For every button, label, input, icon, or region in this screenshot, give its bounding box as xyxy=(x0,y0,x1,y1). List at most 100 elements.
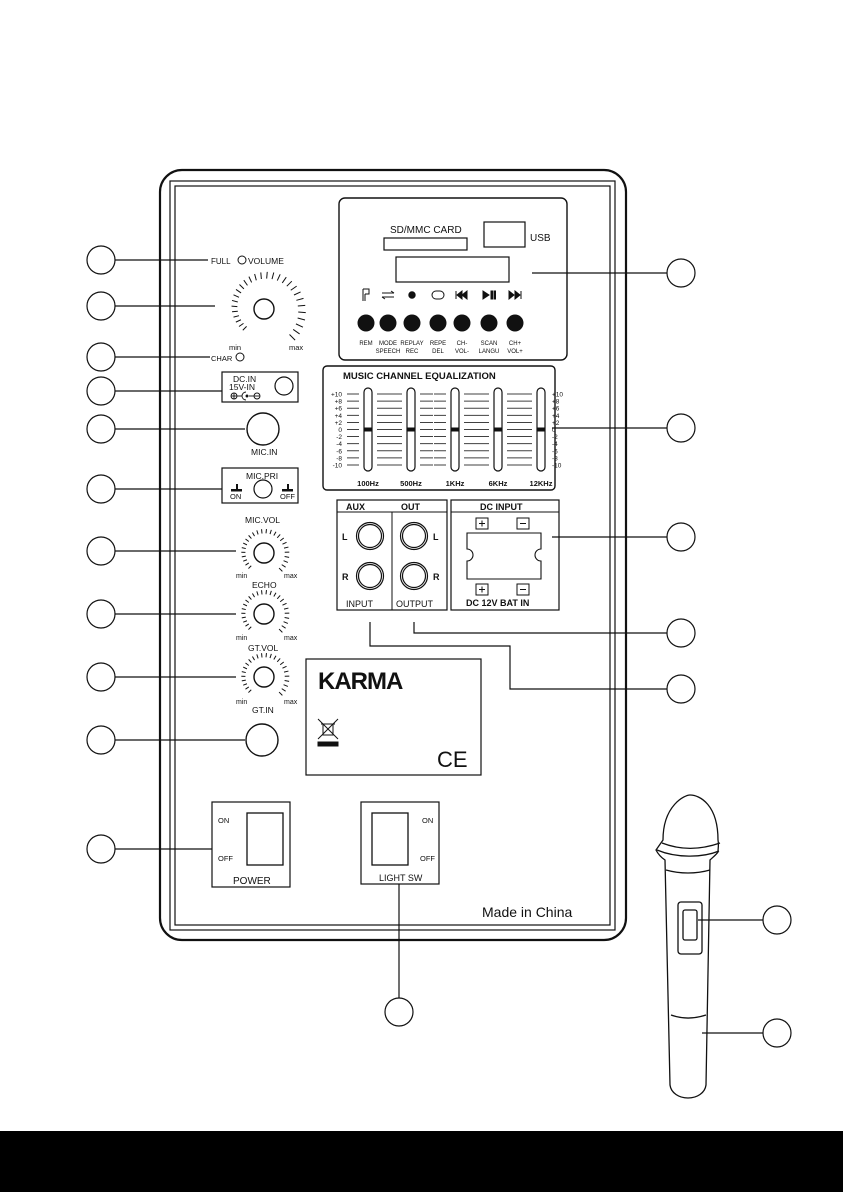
sd-card-slot[interactable] xyxy=(383,237,468,251)
light-label: LIGHT SW xyxy=(379,873,423,883)
player-button-4[interactable] xyxy=(429,314,447,332)
callout-volume-knob xyxy=(86,291,215,321)
dc-in-label: DC.IN xyxy=(233,374,256,384)
power-rocker[interactable] xyxy=(246,812,284,866)
volume-scale-ticks xyxy=(231,271,306,341)
eq-slider[interactable] xyxy=(477,387,520,472)
light-on-label: ON xyxy=(422,816,433,825)
eq-slider-knob xyxy=(494,427,502,432)
player-button-label: CH- xyxy=(457,341,468,347)
line-out-left-jack[interactable] xyxy=(399,521,429,551)
callout-gt-in xyxy=(86,725,245,755)
player-button-5[interactable] xyxy=(453,314,471,332)
eq-scale-tick: -2 xyxy=(552,434,558,441)
eq-scale-tick: -8 xyxy=(552,455,558,462)
gt-vol-knob[interactable] xyxy=(253,666,275,688)
player-button-label: MODE xyxy=(379,341,397,347)
eq-title: MUSIC CHANNEL EQUALIZATION xyxy=(343,371,496,382)
eq-scale-tick: +6 xyxy=(335,406,343,413)
echo-knob[interactable] xyxy=(253,603,275,625)
mic-vol-knob[interactable] xyxy=(253,542,275,564)
player-button-sublabel: SPEECH xyxy=(376,349,401,355)
mic-pri-button[interactable] xyxy=(253,479,273,499)
callout-charge-led xyxy=(86,342,210,372)
eq-slider-knob xyxy=(537,427,545,432)
player-button-1[interactable] xyxy=(357,314,375,332)
player-button-2[interactable] xyxy=(379,314,397,332)
player-button-sublabel: REC xyxy=(406,349,419,355)
gt-in-socket[interactable] xyxy=(245,723,279,757)
volume-label: VOLUME xyxy=(248,256,284,266)
equalizer-module: MUSIC CHANNEL EQUALIZATION +10+8+6+4+20-… xyxy=(322,365,563,491)
battery-connector[interactable] xyxy=(466,532,542,580)
usb-port[interactable] xyxy=(483,221,526,248)
aux-in-left-jack[interactable] xyxy=(355,521,385,551)
gt-vol-label: GT.VOL xyxy=(248,643,279,653)
player-button-7[interactable] xyxy=(506,314,524,332)
player-button-3[interactable] xyxy=(403,314,421,332)
mic-power-switch[interactable] xyxy=(677,901,703,955)
eq-scale-tick: -2 xyxy=(336,434,342,441)
line-out-right-jack[interactable] xyxy=(399,561,429,591)
dc-in-voltage: 15V-IN xyxy=(229,382,255,392)
mode-arrows-icon xyxy=(381,290,395,300)
gt-in-section: GT.IN xyxy=(245,705,279,757)
eq-scale-right: +10+8+6+4+20-2-4-6-8-10 xyxy=(552,392,563,470)
dc-in-socket[interactable] xyxy=(274,376,294,396)
repeat-icon xyxy=(431,290,445,300)
eq-scale-tick: +2 xyxy=(552,420,560,427)
aux-right-label: R xyxy=(342,572,349,582)
eq-slider-knob xyxy=(407,427,415,432)
out-label: OUT xyxy=(401,502,421,512)
mic-in-socket[interactable] xyxy=(246,412,280,446)
power-label: POWER xyxy=(233,876,271,887)
callout-equalizer xyxy=(552,413,696,443)
eq-slider[interactable] xyxy=(434,387,477,472)
callout-echo xyxy=(86,599,236,629)
rem-icon xyxy=(362,288,370,301)
mic-in-label: MIC.IN xyxy=(251,447,277,457)
made-in-label: Made in China xyxy=(482,904,572,920)
eq-scale-tick: -6 xyxy=(336,448,342,455)
mic-vol-knob-group: MIC.VOL min max xyxy=(236,515,298,580)
full-label: FULL xyxy=(211,257,231,266)
previous-track-icon xyxy=(455,289,468,301)
callout-input xyxy=(369,622,696,704)
charge-led xyxy=(235,352,245,362)
eq-slider[interactable] xyxy=(520,387,546,472)
echo-ticks xyxy=(241,589,290,633)
volume-knob[interactable] xyxy=(253,298,275,320)
volume-min-label: min xyxy=(229,343,241,352)
eq-scale-tick: +10 xyxy=(331,392,342,399)
player-button-sublabel: LANGU xyxy=(479,349,500,355)
player-button-6[interactable] xyxy=(480,314,498,332)
dc-battery-input: DC INPUT DC 12V BAT IN xyxy=(450,499,560,611)
eq-scale-tick: -8 xyxy=(336,455,342,462)
aux-label: AUX xyxy=(346,502,365,512)
power-on-label: ON xyxy=(218,816,229,825)
player-button-sublabel: DEL xyxy=(432,349,444,355)
mic-pri-on: ON xyxy=(230,492,241,501)
eq-slider[interactable] xyxy=(390,387,433,472)
eq-scale-tick: +8 xyxy=(335,399,343,406)
eq-scale-tick: +4 xyxy=(552,413,560,420)
crossed-out-bin-icon xyxy=(317,718,339,747)
eq-scale-tick: +2 xyxy=(335,420,343,427)
callout-output xyxy=(413,618,696,648)
usb-label: USB xyxy=(530,233,551,244)
aux-left-label: L xyxy=(342,532,348,542)
mic-vol-ticks xyxy=(241,528,290,572)
callout-mic-in xyxy=(86,414,245,444)
light-rocker[interactable] xyxy=(371,812,409,866)
out-left-label: L xyxy=(433,532,439,542)
eq-scale-tick: -6 xyxy=(552,448,558,455)
volume-section: FULL VOLUME min max CHAR xyxy=(211,255,306,363)
eq-slider[interactable] xyxy=(347,387,390,472)
callout-dc-in xyxy=(86,376,222,406)
mic-pri-position-icons xyxy=(231,484,293,492)
polarity-icon xyxy=(230,391,261,401)
out-right-label: R xyxy=(433,572,440,582)
aux-in-right-jack[interactable] xyxy=(355,561,385,591)
